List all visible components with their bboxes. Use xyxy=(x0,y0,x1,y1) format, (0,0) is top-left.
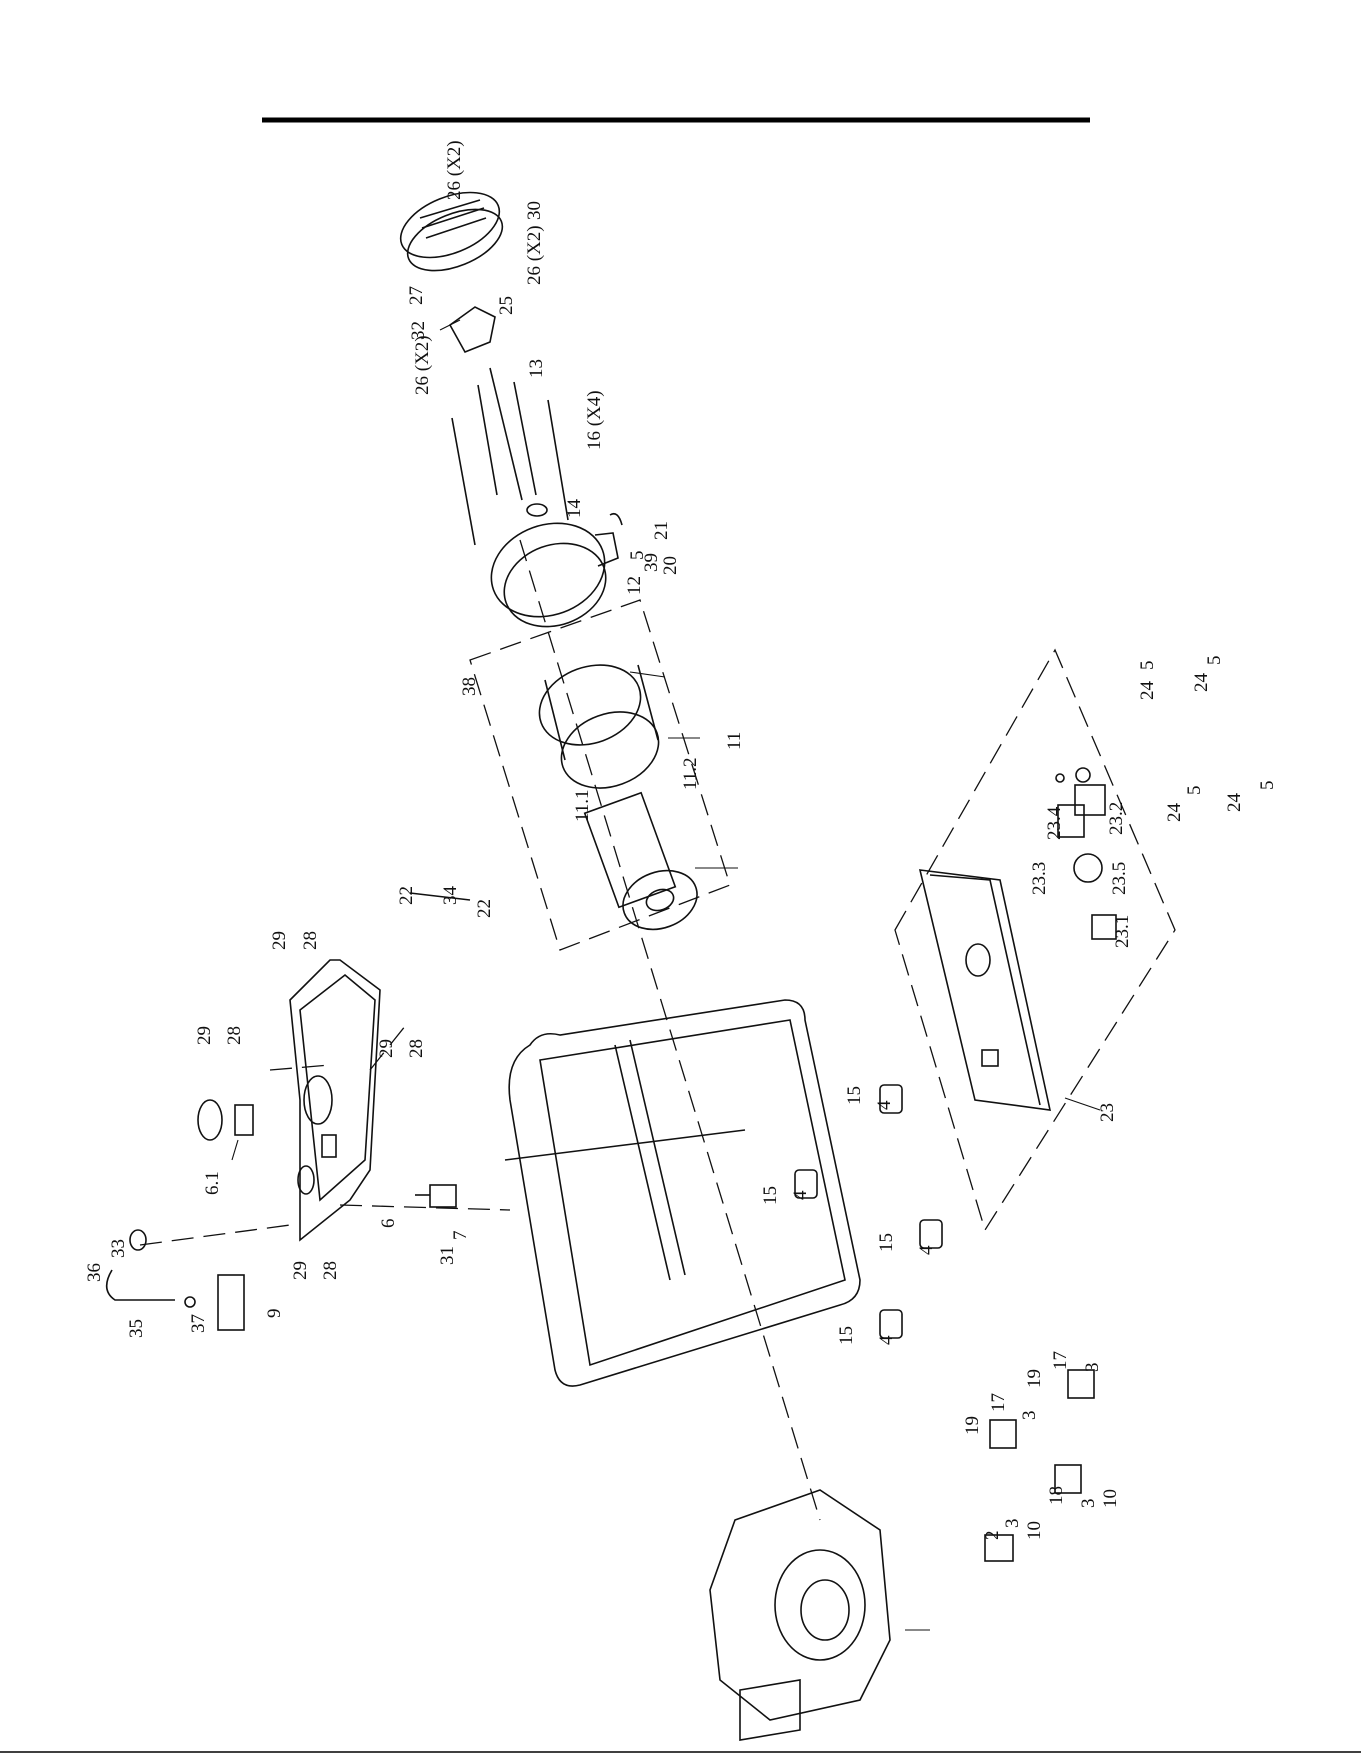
callout-label: 17 xyxy=(988,1393,1009,1412)
callout-label: 3 xyxy=(1078,1499,1099,1509)
callout-label: 23.5 xyxy=(1109,862,1130,895)
callout-label: 24 xyxy=(1164,803,1185,823)
callout-label: 5 xyxy=(1204,656,1225,666)
callout-label: 36 xyxy=(84,1263,105,1282)
callout-label: 11.1 xyxy=(572,789,593,822)
callout-label: 4 xyxy=(916,1245,937,1255)
callout-label: 23.1 xyxy=(1112,915,1133,948)
callout-label: 29 xyxy=(194,1026,215,1045)
callout-label: 38 xyxy=(459,677,480,696)
callout-label: 37 xyxy=(188,1314,209,1333)
callout-label: 25 xyxy=(496,296,517,315)
callout-label: 17 xyxy=(1050,1351,1071,1370)
callout-label: 19 xyxy=(1024,1369,1045,1388)
callout-label: 28 xyxy=(320,1261,341,1280)
callout-label: 6.1 xyxy=(202,1171,223,1195)
callout-label: 4 xyxy=(874,1100,895,1110)
callout-label: 12 xyxy=(624,576,645,595)
callout-label: 9 xyxy=(264,1309,285,1319)
callout-label: 26 (X2) xyxy=(412,335,433,395)
callout-label: 34 xyxy=(440,886,461,906)
fuel-valve-part xyxy=(415,1185,456,1207)
callout-label: 23.2 xyxy=(1106,802,1127,835)
washer-part xyxy=(527,504,547,516)
callout-label: 30 xyxy=(524,201,545,220)
callout-label: 20 xyxy=(660,556,681,575)
callout-label: 29 xyxy=(290,1261,311,1280)
callout-label: 31 xyxy=(437,1246,458,1265)
rubber-feet-part xyxy=(795,1085,942,1338)
callout-label: 3 xyxy=(1019,1411,1040,1421)
callout-label: 7 xyxy=(450,1231,471,1241)
callout-label: 15 xyxy=(836,1326,857,1345)
callout-label: 29 xyxy=(376,1039,397,1058)
callout-label: 3 xyxy=(1082,1363,1103,1373)
callout-label: 14 xyxy=(564,499,585,519)
callout-label: 6 xyxy=(378,1219,399,1229)
callout-label: 24 xyxy=(1137,681,1158,701)
callout-label: 2 xyxy=(982,1531,1003,1541)
callout-label: 16 (X4) xyxy=(584,390,605,450)
fuel-cap-part xyxy=(198,1100,253,1160)
callout-label: 39 xyxy=(641,553,662,572)
callout-label: 11.2 xyxy=(680,757,701,790)
callout-label: 23.3 xyxy=(1029,862,1050,895)
callout-label: 21 xyxy=(651,521,672,540)
callout-label: 15 xyxy=(876,1233,897,1252)
callout-label: 15 xyxy=(760,1186,781,1205)
brush-holder-part xyxy=(440,307,495,352)
callout-label: 23 xyxy=(1097,1103,1118,1122)
callout-label: 3 xyxy=(1002,1519,1023,1529)
callout-label: 35 xyxy=(126,1319,147,1338)
callout-label: 15 xyxy=(844,1086,865,1105)
callout-label: 28 xyxy=(300,931,321,950)
callout-label: 28 xyxy=(406,1039,427,1058)
callout-label: 19 xyxy=(962,1416,983,1435)
callout-label: 4 xyxy=(876,1335,897,1345)
callout-label: 10 xyxy=(1100,1489,1121,1508)
rear-bracket-part xyxy=(478,508,622,640)
callout-label: 4 xyxy=(790,1190,811,1200)
callout-label: 28 xyxy=(224,1026,245,1045)
callout-label: 5 xyxy=(1257,781,1278,791)
through-bolts-part xyxy=(452,368,568,545)
callout-label: 26 (X2) xyxy=(524,225,545,285)
callout-label: 29 xyxy=(269,931,290,950)
callout-label: 10 xyxy=(1024,1521,1045,1540)
callout-label: 18 xyxy=(1046,1486,1067,1505)
callout-label: 27 xyxy=(406,286,427,305)
callout-label: 22 xyxy=(396,886,417,905)
callout-label: 24 xyxy=(1224,793,1245,813)
fuel-tank-part xyxy=(290,960,380,1240)
callout-label: 13 xyxy=(526,359,547,378)
callout-label: 33 xyxy=(108,1239,129,1258)
callout-labels: 26 (X2) 30 27 3 2 25 26 (X2) 26 (X2) 13 1… xyxy=(84,140,1278,1540)
callout-label: 24 xyxy=(1191,673,1212,693)
engine-part xyxy=(710,1490,930,1740)
control-panel-part xyxy=(895,650,1175,1230)
callout-label: 23.4 xyxy=(1044,806,1065,840)
callout-label: 11 xyxy=(724,732,745,750)
callout-label: 26 (X2) xyxy=(444,140,465,200)
callout-label: 5 xyxy=(1137,661,1158,671)
panel-components-part xyxy=(1056,768,1116,939)
callout-label: 22 xyxy=(474,899,495,918)
callout-label: 5 xyxy=(1184,786,1205,796)
